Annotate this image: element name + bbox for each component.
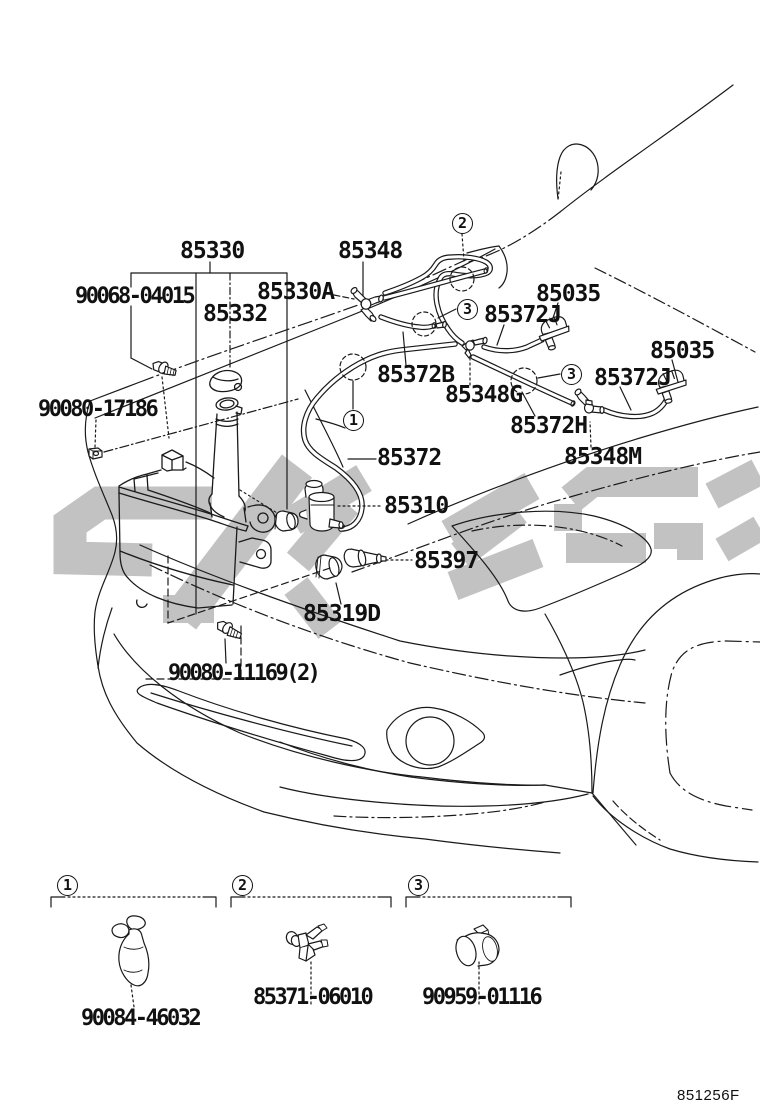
washer-tank	[118, 369, 283, 609]
legend-balloon-1: 1	[57, 875, 78, 896]
car-body-lines	[84, 84, 760, 863]
callout-85332: 85332	[203, 301, 268, 327]
hose-85372J-right	[601, 393, 671, 420]
balloon-1a-number: 1	[348, 411, 359, 429]
hose-85372H	[470, 354, 576, 407]
part-85310-pump	[298, 479, 344, 532]
legend-art	[50, 896, 572, 1008]
legend-part-85371-06010: 85371-06010	[253, 985, 374, 1010]
callout-85372J-1: 85372J	[484, 302, 562, 328]
part-bolt-90080-11169	[217, 620, 243, 639]
callout-85035-1: 85035	[536, 281, 601, 307]
legend-balloon-2-number: 2	[237, 876, 248, 894]
callout-85372J-2: 85372J	[594, 365, 672, 391]
small-parts	[88, 286, 687, 639]
callout-85397: 85397	[414, 548, 479, 574]
callout-85372: 85372	[377, 445, 442, 471]
legend-balloon-1-number: 1	[62, 876, 73, 894]
legend-balloon-3-number: 3	[413, 876, 424, 894]
legend-clip-1	[111, 915, 150, 987]
hose-85372B-loop	[382, 254, 493, 346]
callout-85319D: 85319D	[303, 601, 381, 627]
callout-85035-2: 85035	[650, 338, 715, 364]
washer-hoses	[300, 254, 671, 532]
part-nut-90080-17186	[88, 447, 103, 460]
callout-85372H: 85372H	[510, 413, 588, 439]
balloon-1a: 1	[343, 410, 364, 431]
doc-number: 851256F	[677, 1087, 740, 1104]
legend-balloon-3: 3	[408, 875, 429, 896]
leader-lines	[94, 233, 679, 680]
part-85035-right	[655, 369, 687, 404]
balloon-2-number: 2	[457, 214, 468, 232]
callout-85330A: 85330A	[257, 279, 335, 305]
balloon-3a: 3	[457, 299, 478, 320]
part-grommet-a	[274, 510, 299, 532]
part-bolt-90068	[152, 360, 177, 377]
callout-85348: 85348	[338, 238, 403, 264]
hose-85372B-short	[378, 314, 437, 331]
legend-part-90959-01116: 90959-01116	[422, 985, 543, 1010]
callout-85348G: 85348G	[445, 382, 523, 408]
callout-85310: 85310	[384, 493, 449, 519]
watermark	[53, 454, 760, 639]
legend-clip-2	[285, 923, 329, 962]
part-85348-connector	[350, 286, 384, 323]
callout-90068-04015: 90068-04015	[75, 284, 196, 309]
legend-balloon-2: 2	[232, 875, 253, 896]
balloon-3b: 3	[561, 364, 582, 385]
balloon-2: 2	[452, 213, 473, 234]
callout-85372B: 85372B	[377, 362, 455, 388]
balloon-3a-number: 3	[462, 300, 473, 318]
callout-85330: 85330	[180, 238, 245, 264]
callout-90080-11169: 90080-11169(2)	[168, 661, 321, 686]
hose-85372J-left	[481, 337, 545, 354]
part-85035-left	[538, 316, 570, 351]
hose-85372B-straight	[381, 267, 489, 301]
legend-part-90084-46032: 90084-46032	[81, 1006, 202, 1031]
callout-85348M: 85348M	[564, 444, 642, 470]
part-85319D-grommet	[315, 554, 343, 580]
legend-clip-3	[455, 924, 500, 967]
part-85348G-connector	[435, 320, 488, 359]
part-85348M-connector	[574, 388, 605, 415]
callout-90080-17186: 90080-17186	[38, 397, 159, 422]
balloon-3b-number: 3	[566, 365, 577, 383]
part-85397-joint	[343, 548, 387, 568]
